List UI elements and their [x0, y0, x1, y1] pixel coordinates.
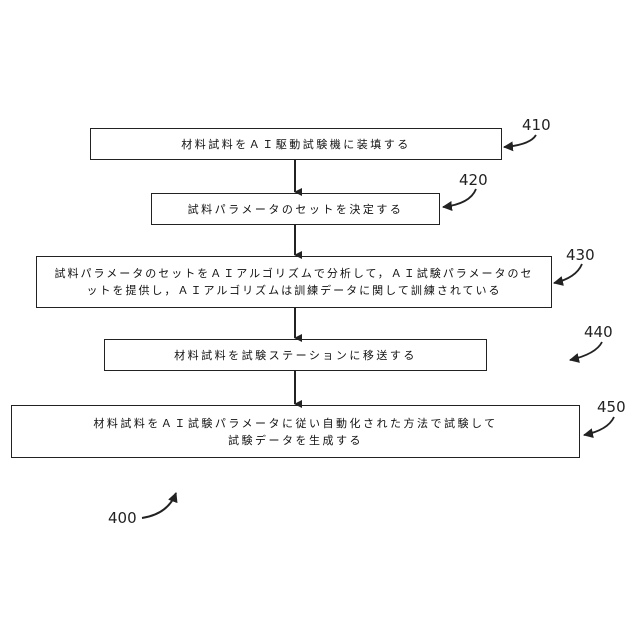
step-440-box: 材料試料を試験ステーションに移送する [104, 339, 487, 371]
step-420-text: 試料パラメータのセットを決定する [188, 201, 404, 218]
leader-430 [554, 264, 582, 283]
leader-450 [584, 417, 614, 435]
leader-420 [443, 189, 476, 207]
step-440-text: 材料試料を試験ステーションに移送する [174, 347, 417, 364]
step-430-text-line1: 試料パラメータのセットをＡＩアルゴリズムで分析して，ＡＩ試験パラメータのセ [55, 265, 534, 282]
ref-label-410: 410 [522, 116, 551, 134]
ref-label-430: 430 [566, 246, 595, 264]
step-450-text-line1: 材料試料をＡＩ試験パラメータに従い自動化された方法で試験して [93, 415, 497, 432]
step-430-box: 試料パラメータのセットをＡＩアルゴリズムで分析して，ＡＩ試験パラメータのセ ット… [36, 256, 552, 308]
leader-400 [142, 493, 176, 518]
leader-440 [570, 342, 602, 360]
leader-410 [504, 135, 536, 147]
step-450-box: 材料試料をＡＩ試験パラメータに従い自動化された方法で試験して 試験データを生成す… [11, 405, 580, 458]
ref-label-450: 450 [597, 398, 626, 416]
step-410-box: 材料試料をＡＩ駆動試験機に装填する [90, 128, 502, 160]
step-410-text: 材料試料をＡＩ駆動試験機に装填する [181, 136, 411, 153]
step-450-text-line2: 試験データを生成する [228, 432, 363, 449]
step-420-box: 試料パラメータのセットを決定する [151, 193, 440, 225]
ref-label-420: 420 [459, 171, 488, 189]
step-430-text-line2: ットを提供し，ＡＩアルゴリズムは訓練データに関して訓練されている [86, 282, 501, 299]
ref-label-440: 440 [584, 323, 613, 341]
ref-label-400: 400 [108, 509, 137, 527]
